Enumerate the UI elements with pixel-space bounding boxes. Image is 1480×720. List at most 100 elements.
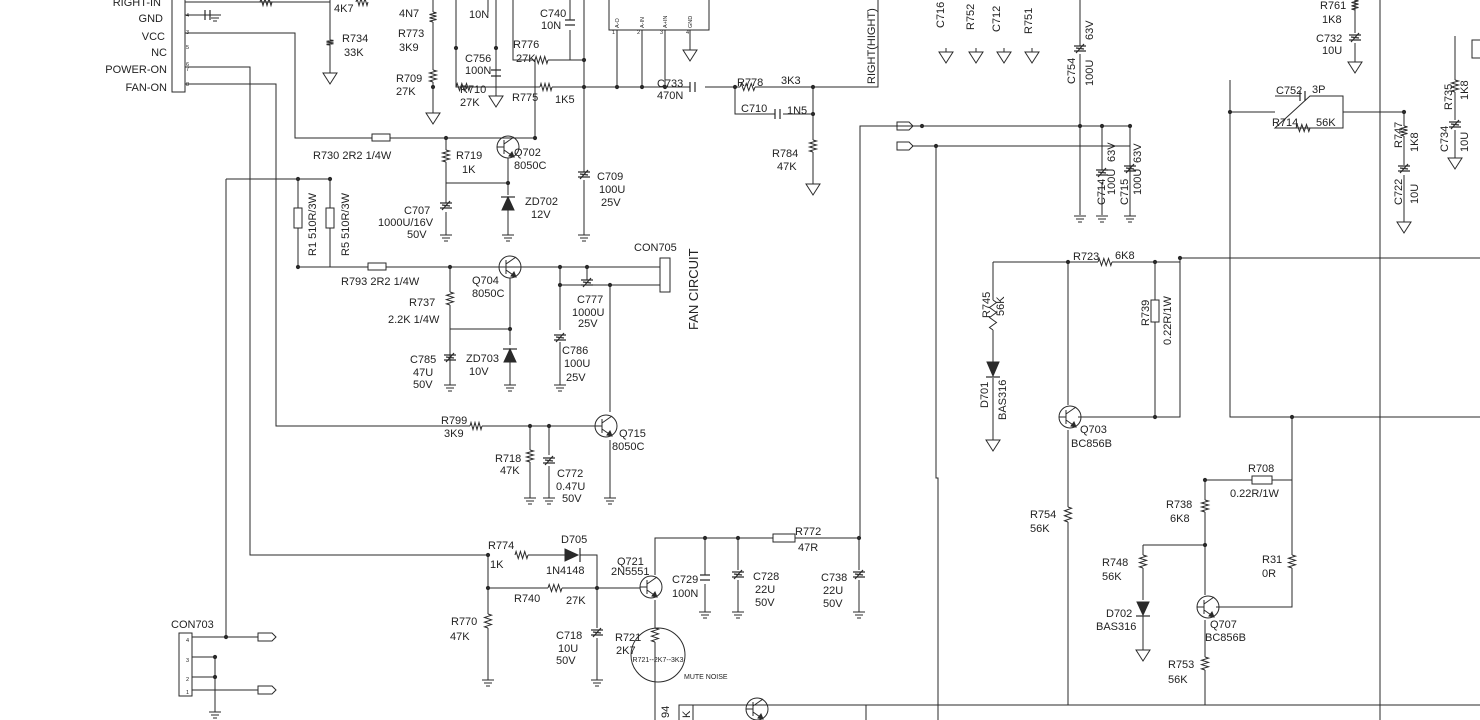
mute-noise-circle	[630, 627, 686, 683]
label-c710: C710	[741, 103, 767, 115]
d701-symbol	[986, 361, 1000, 378]
r5-body	[325, 207, 335, 229]
label-r753: R753	[1168, 659, 1194, 671]
junction-dot-11	[594, 585, 600, 591]
label-r784v: 47K	[777, 161, 797, 173]
label-r776: R776	[513, 39, 539, 51]
label-r774: R774	[488, 540, 514, 552]
q721-symbol	[639, 575, 663, 599]
con703-pin-1: 4	[186, 638, 189, 644]
label-10n: 10N	[469, 9, 489, 21]
label-r734: R734	[342, 33, 368, 45]
label-c752v: 3P	[1312, 84, 1325, 96]
label-c728v1: 22U	[755, 584, 775, 596]
gnd-r752	[968, 48, 984, 64]
junction-dot-21	[614, 84, 620, 90]
label-r776v: 27K	[516, 53, 536, 65]
label-r31: R31	[1262, 554, 1282, 566]
label-c777v1: 1000U	[572, 307, 604, 319]
label-q703v: BC856B	[1071, 438, 1112, 450]
label-r773: R773	[398, 28, 424, 40]
r740-zig	[547, 582, 563, 594]
gnd-c715	[1124, 215, 1136, 223]
label-c752: C752	[1276, 85, 1302, 97]
c722-sym	[1398, 163, 1410, 174]
junction-dot-12	[485, 585, 491, 591]
vlabel-k: K	[681, 710, 693, 718]
c707-sym	[440, 200, 452, 211]
gnd-c738	[853, 611, 865, 619]
vlabel-c734: C734	[1439, 126, 1451, 152]
con703-body	[178, 632, 193, 697]
junction-dot-47	[1177, 255, 1183, 261]
c734-sym	[1449, 119, 1461, 130]
junction-dot-0	[443, 135, 449, 141]
vlabel-r739: R739	[1140, 300, 1152, 326]
junction-dot-31	[581, 57, 587, 63]
label-c709v2: 25V	[601, 197, 621, 209]
label-r799: R799	[441, 415, 467, 427]
q704-symbol	[498, 255, 522, 279]
junction-dot-8	[527, 423, 533, 429]
vlabel-r745v: 56K	[995, 296, 1007, 316]
zd703-symbol	[503, 347, 517, 363]
label-zd703v: 10V	[469, 366, 489, 378]
r1-body	[293, 207, 303, 229]
label-r4k7: 4K7	[334, 3, 354, 15]
label-r773v: 3K9	[399, 42, 419, 54]
power-resistors	[293, 133, 1273, 543]
vlabel-r751: R751	[1023, 8, 1035, 34]
label-c718v2: 50V	[556, 655, 576, 667]
label-r778: R778	[737, 77, 763, 89]
junction-dot-10	[485, 552, 491, 558]
label-d705v: 1N4148	[546, 565, 585, 577]
r773-zig	[429, 11, 437, 23]
gnd-c722	[1396, 218, 1412, 234]
gnd-r718	[524, 497, 536, 505]
r723-zig	[1097, 256, 1113, 268]
gnd-r770	[482, 679, 494, 687]
gnd-q715	[604, 497, 616, 505]
label-r772: R772	[795, 526, 821, 538]
junction-dot-28	[453, 45, 459, 51]
label-r730: R730 2R2 1/4W	[313, 150, 392, 162]
label-r721: R721	[615, 632, 641, 644]
vlabel-c715: C715	[1119, 179, 1131, 205]
label-c732: C732	[1316, 33, 1342, 45]
q707-symbol	[1196, 595, 1220, 619]
junction-dot-1	[505, 180, 511, 186]
r772-body	[772, 533, 796, 543]
ic-pin-num-4: 4	[686, 30, 689, 36]
ic-pin-labels: A-O A-IN A+IN GND 1 2 3 4	[612, 16, 694, 36]
label-q703: Q703	[1080, 424, 1107, 436]
label-c786: C786	[562, 345, 588, 357]
junction-dot-3	[507, 326, 513, 332]
junction-dot-46	[212, 674, 218, 680]
junction-dot-41	[1401, 109, 1407, 115]
d705-symbol	[564, 548, 580, 562]
gnd-c729	[699, 611, 711, 619]
q703-symbol	[1058, 405, 1082, 429]
junction-dot-2	[447, 264, 453, 270]
c785-sym	[444, 352, 456, 363]
label-c756v: 100N	[465, 65, 491, 77]
label-r708: R708	[1248, 463, 1274, 475]
junction-dot-4	[557, 264, 563, 270]
c732-sym	[1349, 32, 1361, 43]
pin-right-in-label: RIGHT-IN	[113, 0, 161, 9]
ic-body	[608, 0, 710, 31]
transistors	[496, 135, 1220, 720]
partial-box	[678, 704, 694, 720]
label-q715: Q715	[619, 428, 646, 440]
vlabel-c754w: 63V	[1084, 20, 1096, 40]
r775-zig	[539, 81, 553, 93]
q715-symbol	[594, 414, 618, 438]
junction-dot-35	[1099, 123, 1105, 129]
r774-zig	[514, 549, 529, 561]
vlabel-r1: R1 510R/3W	[307, 192, 319, 256]
r735-zig	[1449, 79, 1461, 93]
label-c728: C728	[753, 571, 779, 583]
vlabel-c715v: 100U	[1132, 169, 1144, 195]
ic-pin-a-o: A-O	[615, 18, 621, 29]
